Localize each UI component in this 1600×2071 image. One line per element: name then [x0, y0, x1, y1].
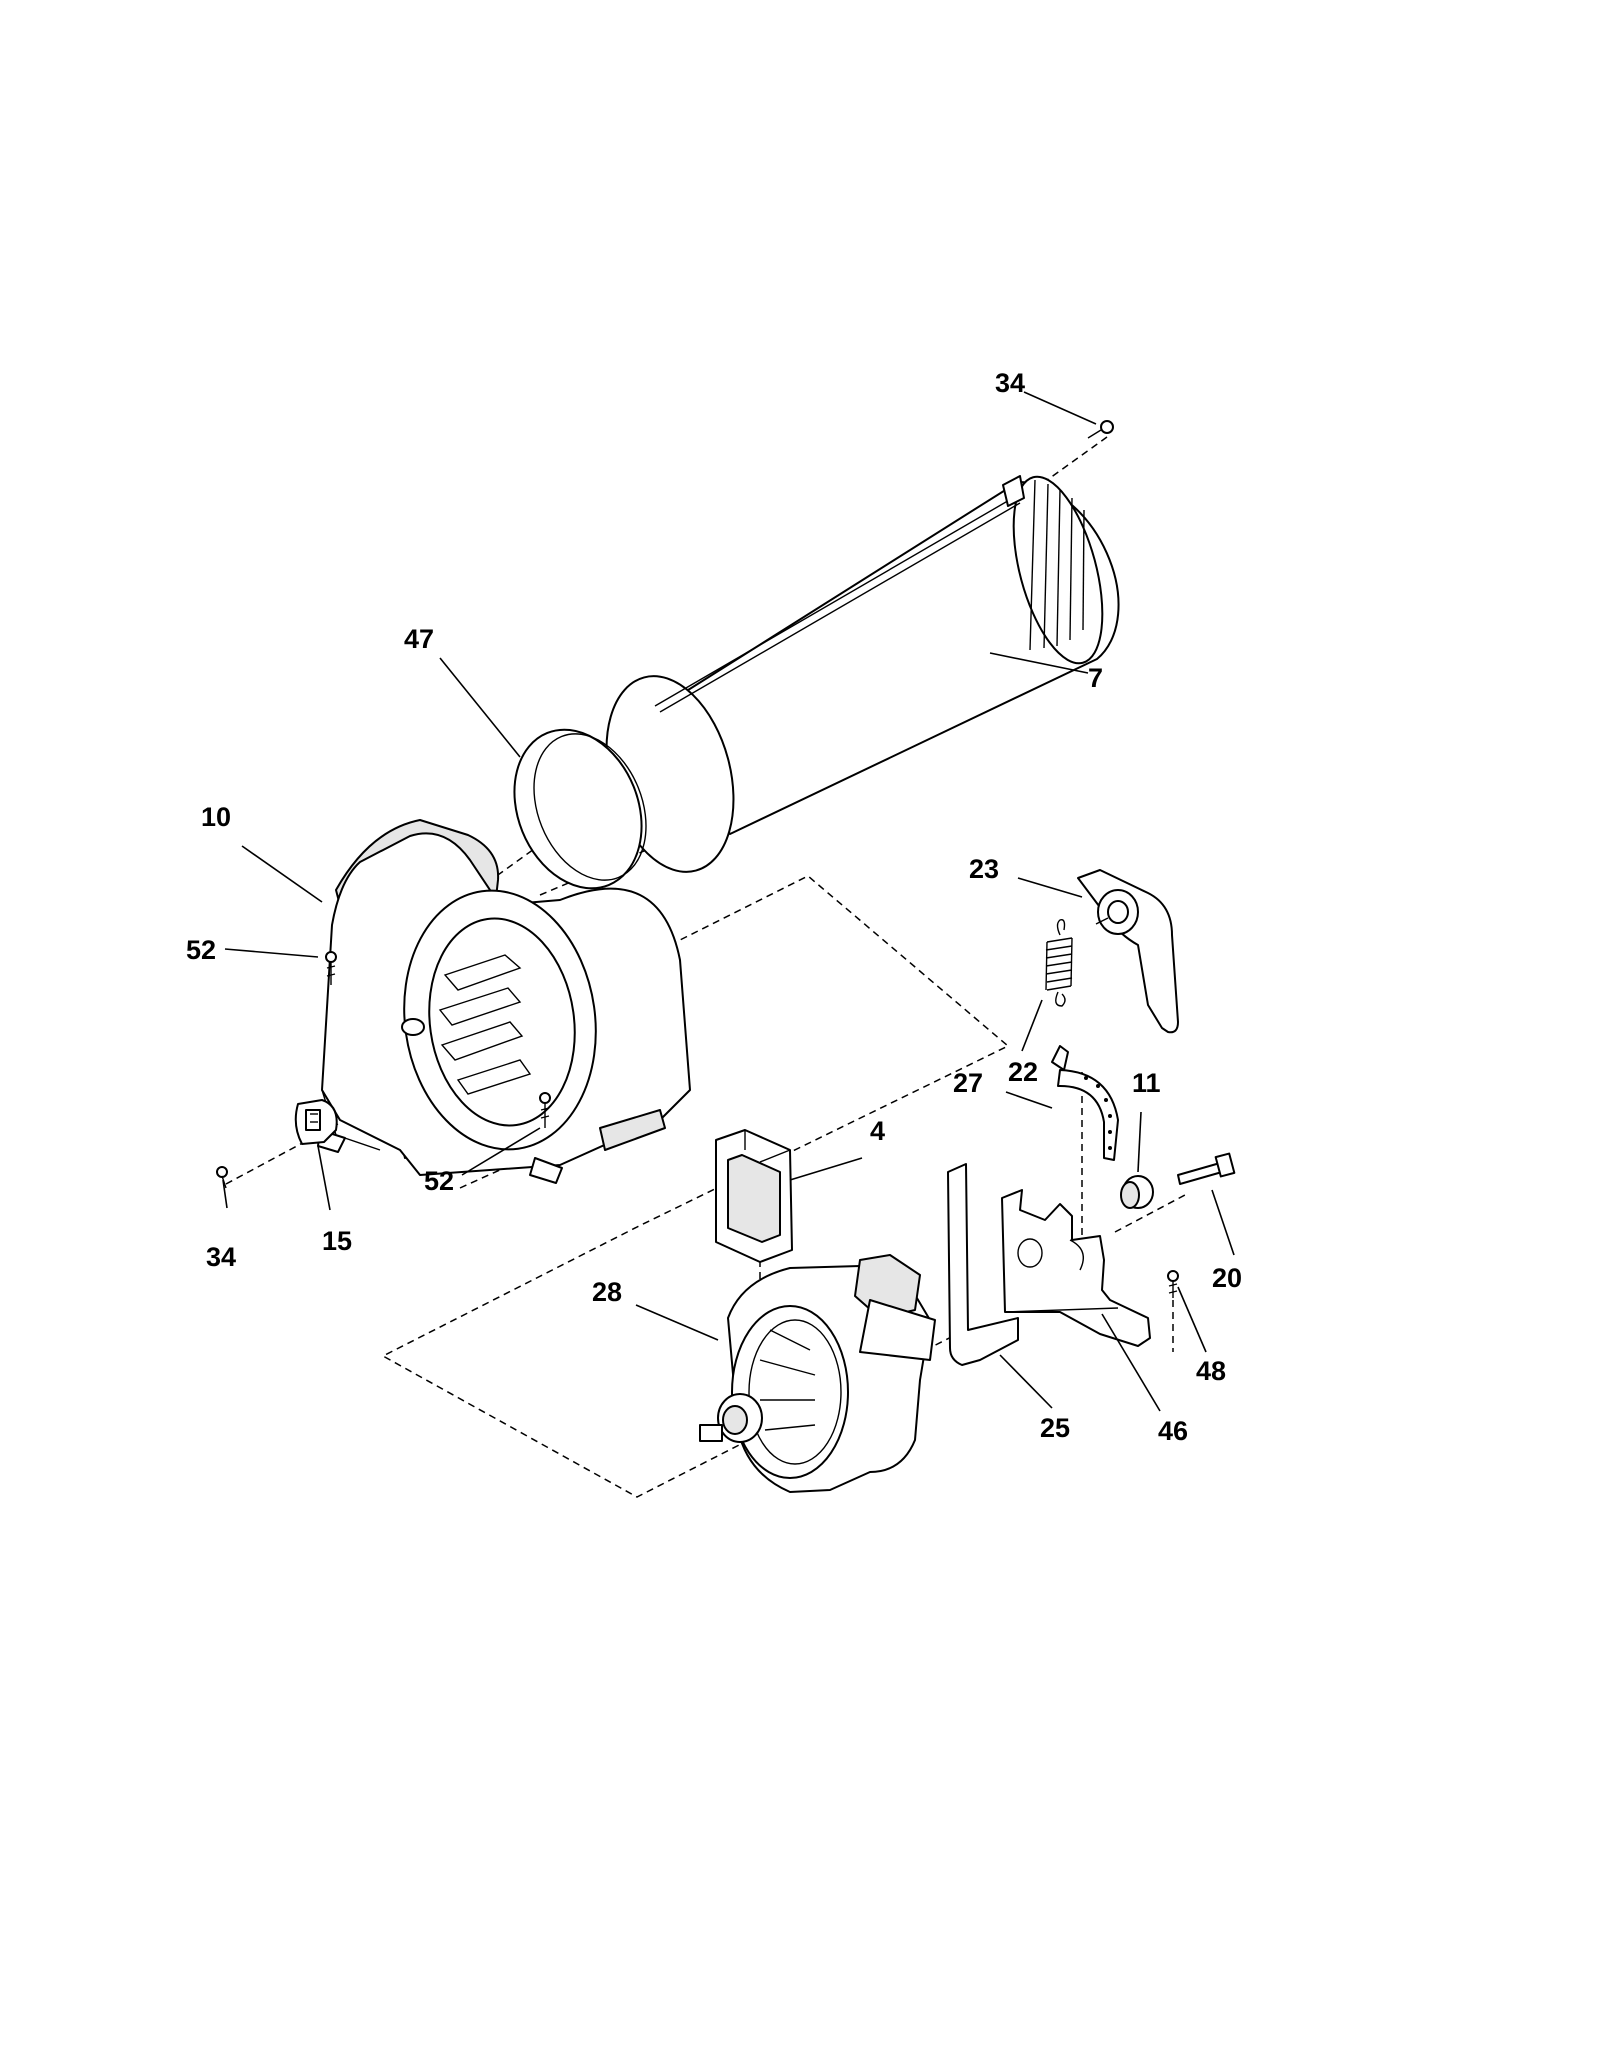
callout-7: 7	[1088, 663, 1103, 693]
callout-28: 28	[592, 1277, 622, 1307]
part-25-bracket-bar	[947, 1163, 1019, 1366]
callout-22: 22	[1008, 1057, 1038, 1087]
part-46-motor-base	[1001, 1189, 1151, 1347]
part-47-seal-ring	[513, 728, 647, 890]
callout-23: 23	[969, 854, 999, 884]
part-22-spring	[1045, 919, 1073, 1007]
part-27-motor-strap	[1051, 1045, 1119, 1161]
callout-4: 4	[870, 1116, 885, 1146]
part-11-bushing	[1120, 1175, 1154, 1209]
callout-labels: 34 7 47 10 52 52 34 15 23 22 27 11 4 20 …	[186, 368, 1242, 1446]
part-4-mount-pad	[715, 1129, 793, 1263]
callout-52-left: 52	[186, 935, 216, 965]
callout-10: 10	[201, 802, 231, 832]
part-20-bolt	[1177, 1152, 1236, 1185]
callout-11: 11	[1132, 1068, 1161, 1098]
motor-vanes	[759, 1329, 816, 1431]
part-52-screw-left	[325, 951, 337, 985]
impeller-vanes	[438, 954, 532, 1095]
part-7-duct-tube	[605, 475, 1120, 873]
callout-46: 46	[1158, 1416, 1188, 1446]
part-52-screw-bottom	[539, 1092, 551, 1128]
callout-52-bottom: 52	[424, 1166, 454, 1196]
callout-25: 25	[1040, 1413, 1070, 1443]
callout-15: 15	[322, 1226, 352, 1256]
part-28-drive-motor	[699, 1254, 936, 1493]
callout-27: 27	[953, 1068, 983, 1098]
part-34-screw-top	[1087, 420, 1114, 439]
part-15-thermostat	[294, 1099, 338, 1145]
leader-lines	[222, 391, 1235, 1412]
part-10-blower-housing	[317, 819, 691, 1184]
part-48-screw	[1167, 1270, 1179, 1298]
callout-34-top: 34	[995, 368, 1025, 398]
callout-20: 20	[1212, 1263, 1242, 1293]
tube-ribs	[1029, 479, 1085, 651]
part-23-idler-arm	[1077, 869, 1179, 1034]
part-34-screw-bottom	[216, 1166, 228, 1189]
callout-34-bottom: 34	[206, 1242, 236, 1272]
callout-47: 47	[404, 624, 434, 654]
callout-48: 48	[1196, 1356, 1226, 1386]
